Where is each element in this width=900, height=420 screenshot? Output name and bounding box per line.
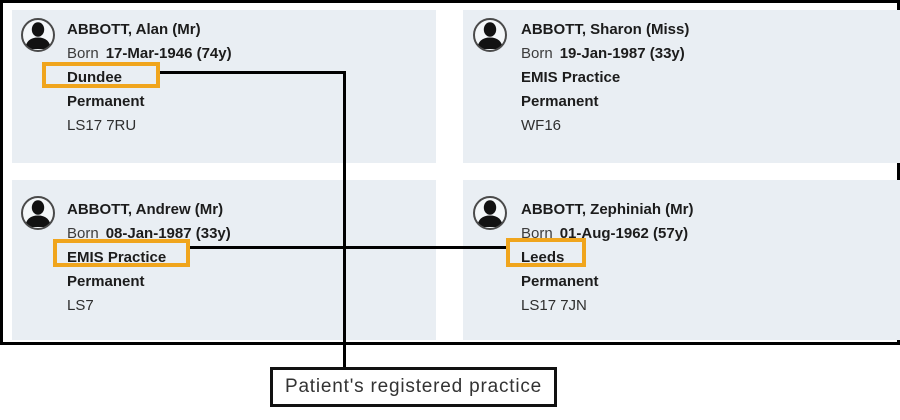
registration-status: Permanent — [67, 93, 145, 110]
connector-line-emis-to-leeds — [190, 246, 508, 249]
postcode: LS17 7RU — [67, 117, 137, 134]
born-label: Born — [67, 225, 99, 242]
person-icon — [473, 18, 507, 52]
born-row: Born 19-Jan-1987 (33y) — [521, 42, 689, 66]
patient-name: ABBOTT, Andrew (Mr) — [67, 201, 224, 218]
born-row: Born 17-Mar-1946 (74y) — [67, 42, 232, 66]
person-icon — [21, 196, 55, 230]
annotation-callout: Patient's registered practice — [270, 367, 557, 407]
born-row: Born 08-Jan-1987 (33y) — [67, 222, 231, 246]
postcode: LS17 7JN — [521, 297, 587, 314]
born-date: 01-Aug-1962 (57y) — [559, 225, 689, 242]
born-label: Born — [521, 45, 553, 62]
patient-card-sharon[interactable]: ABBOTT, Sharon (Miss) Born 19-Jan-1987 (3… — [463, 10, 900, 163]
postcode: LS7 — [67, 297, 94, 314]
patient-card-andrew[interactable]: ABBOTT, Andrew (Mr) Born 08-Jan-1987 (33y… — [12, 180, 436, 340]
postcode: WF16 — [521, 117, 562, 134]
patient-card-zephiniah[interactable]: ABBOTT, Zephiniah (Mr) Born 01-Aug-1962 (… — [463, 180, 900, 340]
born-date: 17-Mar-1946 (74y) — [105, 45, 232, 62]
patient-name: ABBOTT, Zephiniah (Mr) — [521, 201, 694, 218]
patient-info: ABBOTT, Sharon (Miss) Born 19-Jan-1987 (3… — [521, 18, 689, 138]
person-icon — [473, 196, 507, 230]
registration-status: Permanent — [67, 273, 145, 290]
connector-line-dundee-horizontal — [160, 71, 346, 74]
annotation-label: Patient's registered practice — [284, 376, 543, 397]
patient-name: ABBOTT, Alan (Mr) — [67, 21, 201, 38]
connector-line-vertical — [343, 71, 346, 367]
born-label: Born — [67, 45, 99, 62]
person-icon — [21, 18, 55, 52]
registered-practice: Leeds — [521, 249, 565, 266]
born-date: 19-Jan-1987 (33y) — [559, 45, 685, 62]
registered-practice: Dundee — [67, 69, 123, 86]
registered-practice: EMIS Practice — [67, 249, 167, 266]
patient-info: ABBOTT, Zephiniah (Mr) Born 01-Aug-1962 (… — [521, 198, 694, 318]
patient-info: ABBOTT, Andrew (Mr) Born 08-Jan-1987 (33y… — [67, 198, 231, 318]
registered-practice: EMIS Practice — [521, 69, 621, 86]
registration-status: Permanent — [521, 273, 599, 290]
born-date: 08-Jan-1987 (33y) — [105, 225, 231, 242]
born-label: Born — [521, 225, 553, 242]
born-row: Born 01-Aug-1962 (57y) — [521, 222, 694, 246]
registration-status: Permanent — [521, 93, 599, 110]
patient-name: ABBOTT, Sharon (Miss) — [521, 21, 690, 38]
